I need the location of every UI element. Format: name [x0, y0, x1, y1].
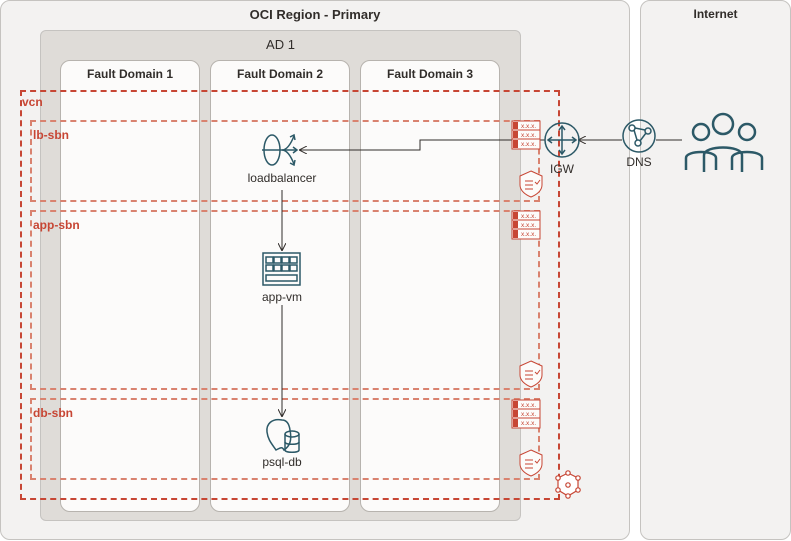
vcn-boundary: [20, 90, 560, 500]
lb-subnet-label: lb-sbn: [33, 128, 69, 142]
route-table-entry: x.x.x.: [521, 222, 536, 229]
route-table-entry: x.x.x.: [521, 231, 536, 238]
app-vm-label: app-vm: [261, 290, 302, 304]
igw-label: IGW: [550, 162, 574, 176]
postgresql-database-icon: [266, 418, 300, 453]
fault-domain-2-title: Fault Domain 2: [236, 67, 323, 81]
fault-domain-3-title: Fault Domain 3: [386, 67, 473, 81]
db-subnet-label: db-sbn: [33, 406, 73, 420]
dns-icon: [622, 119, 656, 153]
route-table-entry: x.x.x.: [521, 141, 536, 148]
route-table-entry: x.x.x.: [521, 411, 536, 418]
internet-title: Internet: [693, 7, 738, 21]
fault-domain-3: [360, 60, 500, 512]
app-subnet-label: app-sbn: [33, 218, 80, 232]
app-security-list-icon: [519, 360, 543, 388]
loadbalancer-label: loadbalancer: [247, 171, 317, 185]
region-title: OCI Region - Primary: [249, 7, 381, 22]
lb-security-list-icon: [519, 170, 543, 198]
dns-label: DNS: [626, 155, 652, 169]
app-subnet: [30, 210, 540, 390]
availability-domain-title: AD 1: [266, 37, 295, 52]
route-table-entry: x.x.x.: [521, 420, 536, 427]
db-route-table-icon: [511, 399, 541, 429]
fault-domain-1-title: Fault Domain 1: [86, 67, 173, 81]
db-subnet: [30, 398, 540, 480]
vcn-icon: [555, 470, 581, 499]
route-table-entry: x.x.x.: [521, 123, 536, 130]
users-icon: [684, 112, 764, 172]
lb-subnet: [30, 120, 540, 202]
connector-igw-loadbalancer: [300, 139, 545, 150]
vcn-label: vcn: [22, 95, 43, 109]
internet-gateway-icon: [544, 122, 580, 158]
fault-domain-1: [60, 60, 200, 512]
route-table-entry: x.x.x.: [521, 402, 536, 409]
lb-route-table-icon: [511, 120, 541, 150]
psql-db-label: psql-db: [262, 455, 302, 469]
load-balancer-icon: [262, 133, 299, 167]
db-security-list-icon: [519, 449, 543, 477]
route-table-entry: x.x.x.: [521, 132, 536, 139]
app-vm-icon: [262, 252, 301, 286]
internet-container: [640, 0, 791, 540]
route-table-entry: x.x.x.: [521, 213, 536, 220]
fault-domain-2: [210, 60, 350, 512]
app-route-table-icon: [511, 210, 541, 240]
